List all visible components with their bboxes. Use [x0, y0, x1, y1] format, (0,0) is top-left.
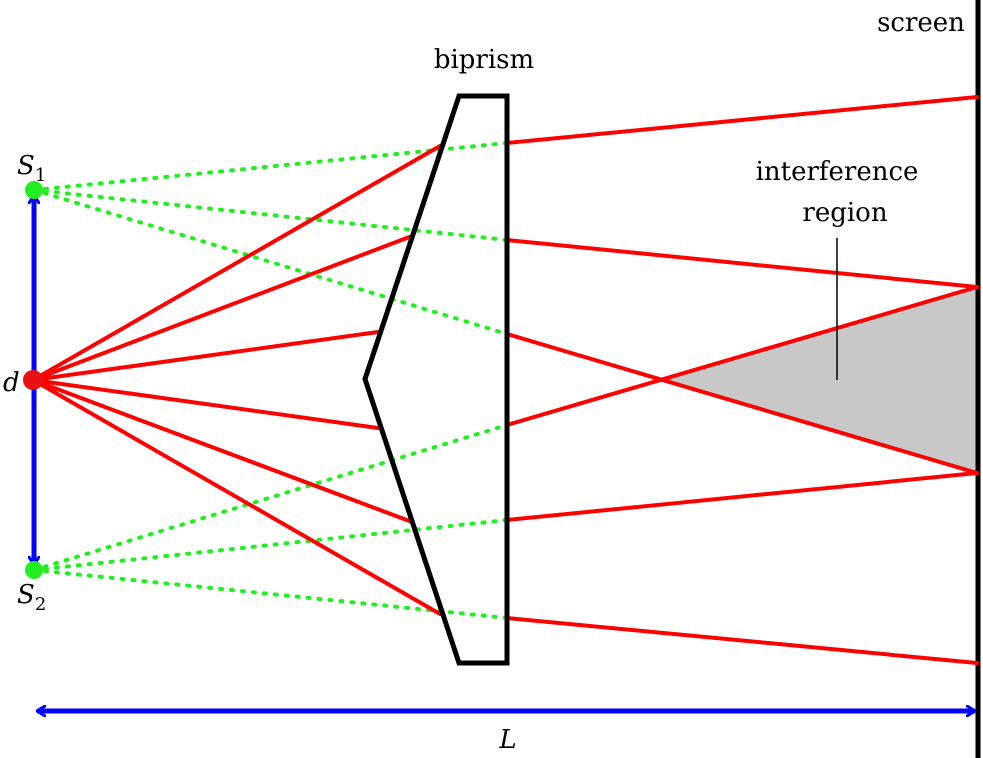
source2-symbol: S: [17, 580, 35, 610]
separation-label: d: [3, 368, 20, 398]
source1-subscript: 1: [35, 165, 46, 186]
ray-6-out: [505, 616, 979, 665]
virtual-ray-s2-2: [32, 518, 509, 572]
interference-label-line1: interference: [756, 157, 919, 187]
ray-2-in: [31, 234, 414, 382]
screen-label: screen: [877, 8, 965, 38]
source2-subscript: 2: [35, 594, 46, 615]
ray-4-out: [505, 285, 979, 427]
ray-1-out: [505, 95, 979, 145]
ray-1-in: [31, 144, 442, 382]
ray-6-in: [31, 378, 442, 616]
ray-2-out: [505, 238, 979, 289]
real-rays: [31, 95, 979, 665]
interference-label-line2: region: [802, 198, 887, 228]
source1-label: S1: [17, 151, 46, 186]
ray-3-in: [31, 330, 380, 382]
virtual-source-s1: [25, 181, 43, 199]
ray-5-out: [505, 471, 979, 522]
real-source: [23, 370, 43, 390]
source2-label: S2: [17, 580, 46, 615]
ray-5-in: [31, 378, 414, 524]
interference-region: [664, 288, 977, 472]
source1-symbol: S: [17, 151, 35, 181]
ray-3-out: [505, 332, 979, 475]
biprism: [362, 93, 510, 666]
ray-4-in: [31, 378, 380, 430]
virtual-source-s2: [25, 561, 43, 579]
virtual-ray-s1-2: [32, 188, 509, 242]
distance-label: L: [498, 725, 516, 755]
virtual-ray-s2-3: [32, 568, 509, 620]
biprism-label: biprism: [434, 45, 534, 75]
